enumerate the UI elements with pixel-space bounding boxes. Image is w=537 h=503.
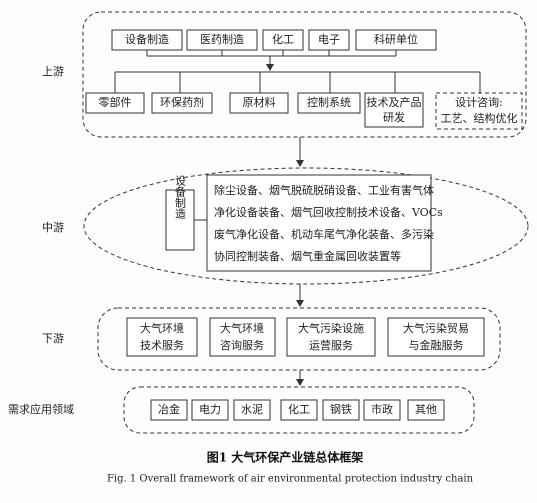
demand-text-4: 钢铁 xyxy=(330,403,352,416)
design-consult-box xyxy=(435,92,523,130)
upstream-top-text-1: 医药制造 xyxy=(200,32,244,46)
downstream-text-1-0: 大气环境 xyxy=(220,321,264,335)
midstream-ellipse xyxy=(83,167,529,285)
upstream-bottom-box-1 xyxy=(151,92,213,114)
downstream-text-2-1: 运营服务 xyxy=(309,338,353,352)
upstream-bottom-text-2: 原材料 xyxy=(243,95,276,109)
upstream-bottom-box-2 xyxy=(229,92,289,114)
tech-product-line-1: 研发 xyxy=(383,110,405,124)
demand-box-5 xyxy=(363,399,401,421)
upstream-bottom-box-3 xyxy=(297,92,361,114)
demand-box-3 xyxy=(280,399,318,421)
demand-box-4 xyxy=(322,399,360,421)
downstream-text-3-0: 大气污染贸易 xyxy=(403,321,469,335)
demand-label: 需求应用领域 xyxy=(8,402,74,416)
caption-en: Fig. 1 Overall framework of air environm… xyxy=(107,474,474,485)
upstream-bottom-text-0: 零部件 xyxy=(99,95,132,109)
upstream-top-text-4: 科研单位 xyxy=(374,32,418,46)
tech-product-line-0: 技术及产品 xyxy=(367,95,422,109)
demand-box-1 xyxy=(191,399,229,421)
tech-product-box xyxy=(364,92,424,128)
demand-frame xyxy=(123,386,475,434)
downstream-text-1-1: 咨询服务 xyxy=(220,338,264,352)
downstream-box-3 xyxy=(387,317,485,357)
midstream-label: 中游 xyxy=(42,221,64,234)
downstream-frame xyxy=(97,307,501,371)
demand-text-5: 市政 xyxy=(371,402,393,416)
caption-cn: 图1 大气环保产业链总体框架 xyxy=(207,450,364,465)
midstream-desc-line-1: 净化设备装备、烟气回收控制技术设备、VOCs xyxy=(214,205,443,219)
demand-text-0: 冶金 xyxy=(158,402,180,416)
design-consult-line-1: 工艺、结构优化 xyxy=(441,111,518,125)
demand-text-2: 水泥 xyxy=(241,403,263,416)
demand-box-2 xyxy=(233,399,271,421)
downstream-text-0-1: 技术服务 xyxy=(140,339,184,352)
downstream-box-2 xyxy=(286,317,376,357)
demand-box-6 xyxy=(407,399,445,421)
design-consult-line-0: 设计咨询: xyxy=(455,95,503,109)
midstream-desc-line-3: 协同控制装备、烟气重金属回收装置等 xyxy=(214,249,401,263)
upstream-top-text-0: 设备制造 xyxy=(125,32,169,46)
upstream-bottom-box-0 xyxy=(85,92,145,114)
downstream-text-3-1: 与金融服务 xyxy=(409,338,464,352)
upstream-bottom-text-3: 控制系统 xyxy=(307,95,351,109)
downstream-text-0-0: 大气环境 xyxy=(140,321,184,335)
demand-text-1: 电力 xyxy=(199,403,221,416)
demand-box-0 xyxy=(150,399,188,421)
upstream-label: 上游 xyxy=(42,65,64,78)
midstream-desc-line-0: 除尘设备、烟气脱硫脱硝设备、工业有害气体 xyxy=(214,183,434,197)
upstream-frame xyxy=(82,11,527,138)
midstream-category-text: 设备制造 xyxy=(174,175,187,219)
downstream-text-2-0: 大气污染设施 xyxy=(298,321,364,335)
upstream-top-text-2: 化工 xyxy=(272,32,294,46)
midstream-category-box xyxy=(165,189,195,251)
demand-text-6: 其他 xyxy=(415,403,437,416)
midstream-description-box xyxy=(206,174,432,272)
downstream-box-1 xyxy=(209,317,276,357)
upstream-bottom-text-1: 环保药剂 xyxy=(160,95,204,109)
downstream-label: 下游 xyxy=(42,332,64,345)
midstream-desc-line-2: 废气净化设备、机动车尾气净化装备、多污染 xyxy=(214,227,434,241)
upstream-top-bracket xyxy=(146,50,397,57)
downstream-box-0 xyxy=(126,317,198,357)
upstream-top-text-3: 电子 xyxy=(318,33,340,46)
upstream-bottom-bracket xyxy=(114,71,481,93)
demand-text-3: 化工 xyxy=(288,402,310,416)
